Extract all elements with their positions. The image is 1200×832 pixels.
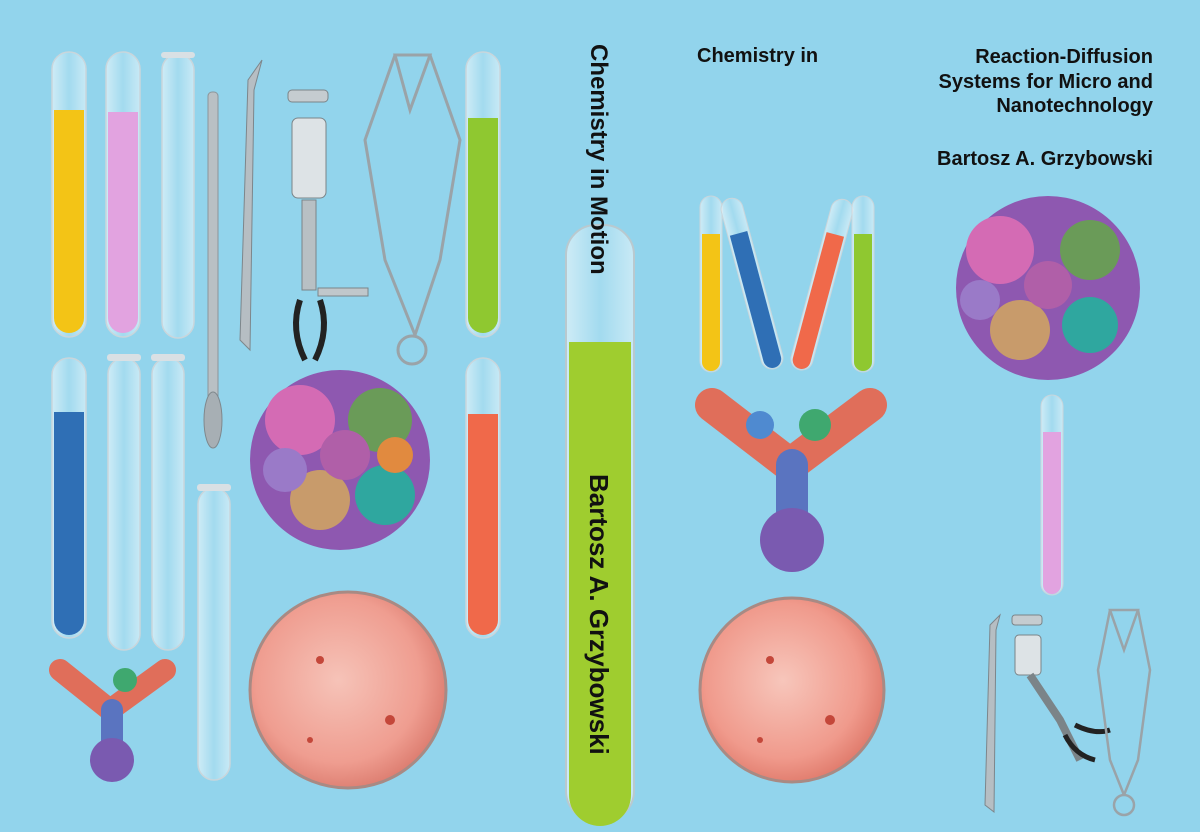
spine-test-tube [565, 224, 635, 826]
book-title: Reaction-Diffusion Systems for Micro and… [880, 45, 1153, 119]
protein-molecule [956, 196, 1140, 380]
test-tube-green [851, 195, 875, 373]
antibody-molecule [49, 659, 176, 782]
book-title-line: Nanotechnology [996, 95, 1153, 117]
spatula [203, 91, 223, 449]
test-tube-blue-tilted [720, 197, 784, 370]
tweezers [984, 613, 1001, 814]
crucible-tongs [1096, 608, 1152, 817]
test-tube-empty [197, 484, 231, 781]
antibody-molecule [695, 388, 887, 572]
test-tube-yellow [699, 195, 723, 373]
test-tube-blue [51, 357, 87, 639]
test-tube-empty [107, 354, 141, 651]
test-tube-orange [465, 357, 501, 639]
test-tube-pink [1040, 394, 1064, 596]
protein-molecule [250, 370, 430, 550]
petri-dish [248, 590, 448, 790]
tweezers [239, 59, 263, 352]
book-title-line: Reaction-Diffusion [975, 46, 1153, 68]
series-title: Chemistry in [697, 45, 819, 67]
test-tube-orange-tilted [790, 198, 854, 371]
book-title-line: Systems for Micro and [938, 70, 1153, 93]
test-tube-pink [105, 51, 141, 338]
clamp-holder [1011, 614, 1111, 763]
spine-series-title: Chemistry in Motion [585, 44, 612, 275]
petri-dish [698, 596, 886, 784]
spine-author-name: Bartosz A. Grzybowski [584, 474, 614, 755]
author-name: Bartosz A. Grzybowski [937, 148, 1153, 170]
test-tube-green [465, 51, 501, 338]
test-tube-empty [161, 52, 195, 339]
clamp-holder [287, 89, 369, 362]
crucible-tongs [363, 53, 462, 366]
test-tube-yellow [51, 51, 87, 338]
test-tube-empty [151, 354, 185, 651]
